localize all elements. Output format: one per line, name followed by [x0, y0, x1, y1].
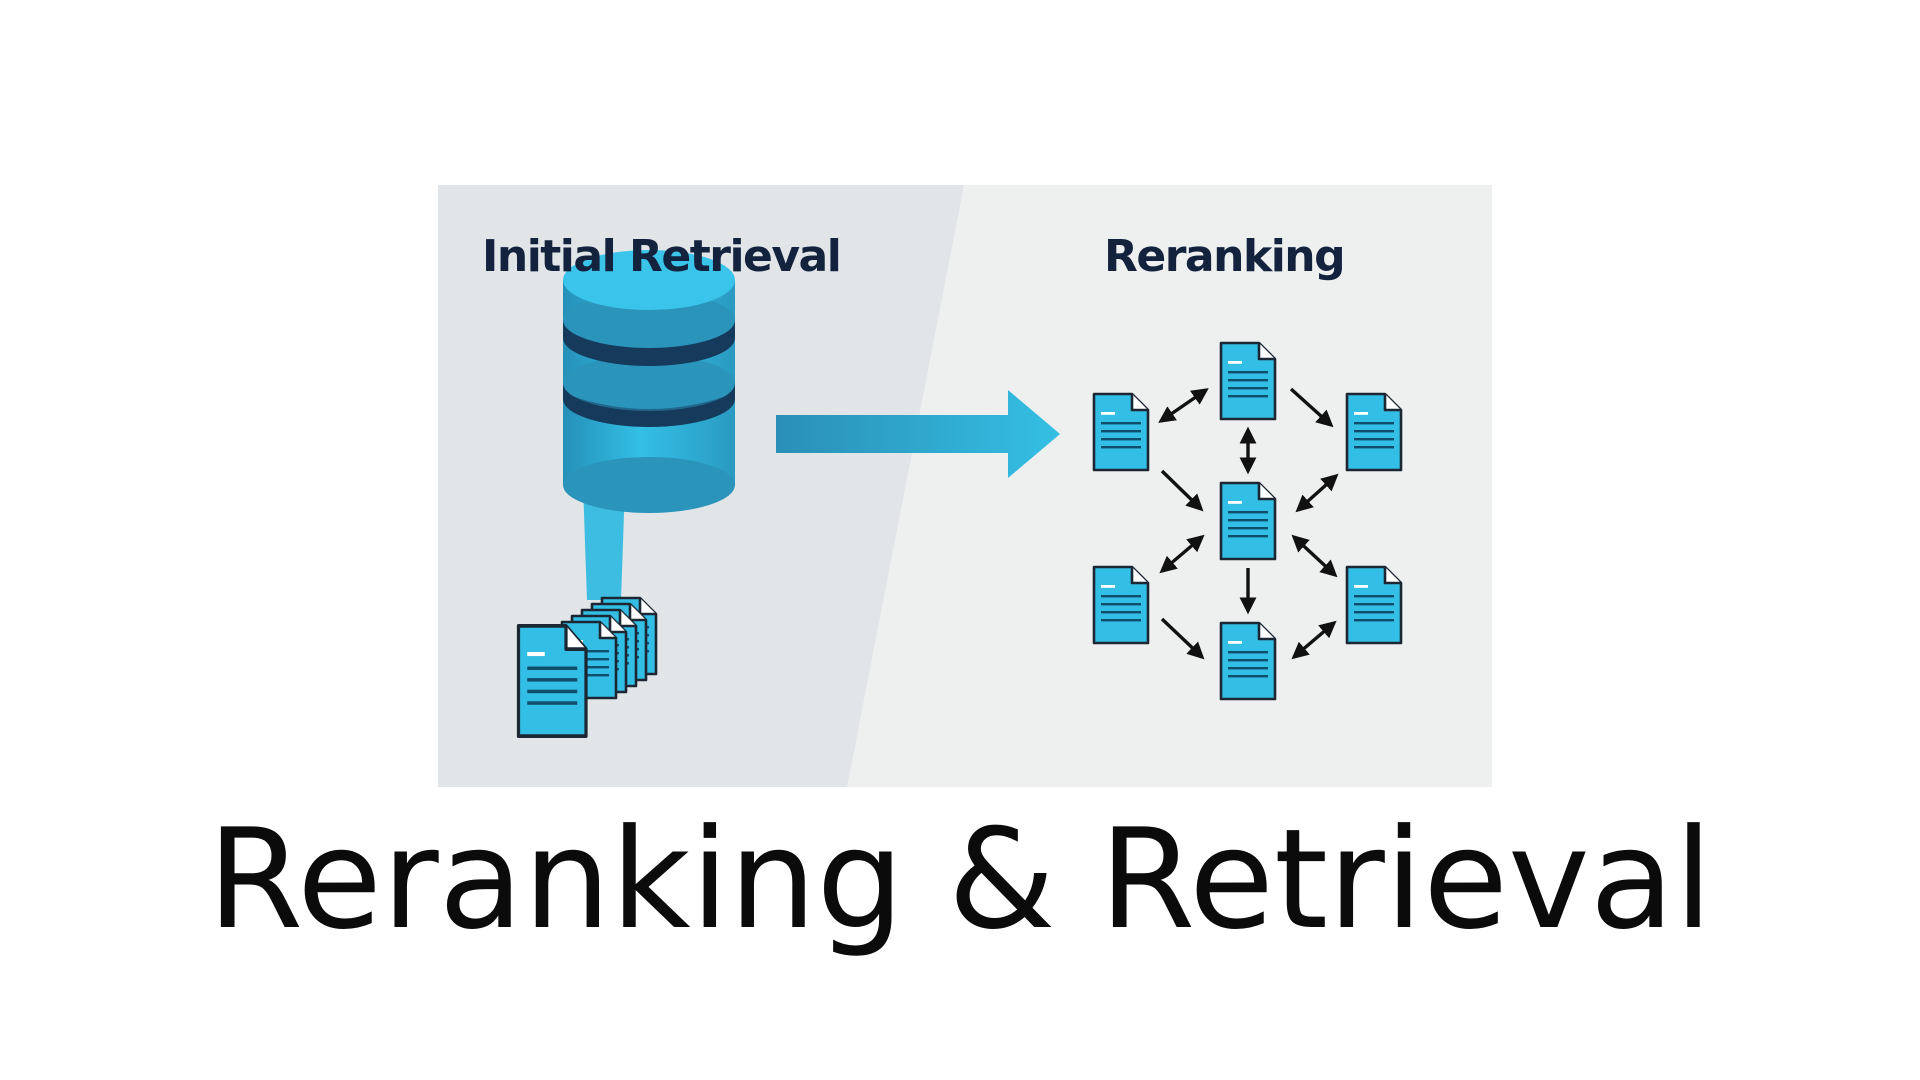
reranking-heading: Reranking [1104, 231, 1346, 282]
rerank-connections [1158, 387, 1339, 660]
document-stack [516, 596, 658, 738]
document-icon [1345, 392, 1403, 472]
database-icon [563, 250, 735, 513]
initial-retrieval-heading: Initial Retrieval [482, 231, 842, 282]
arrow-right-icon [776, 390, 1060, 478]
document-icon [1219, 481, 1277, 561]
diagram-graphic [516, 250, 1403, 738]
document-icon [1219, 621, 1277, 701]
document-icon [1092, 565, 1150, 645]
document-icon [1219, 341, 1277, 421]
document-icon [1345, 565, 1403, 645]
reranked-documents [1092, 341, 1403, 701]
page-title: Reranking & Retrieval [207, 799, 1713, 960]
diagram-panel: Initial Retrieval Reranking [438, 185, 1492, 787]
document-icon [1092, 392, 1150, 472]
